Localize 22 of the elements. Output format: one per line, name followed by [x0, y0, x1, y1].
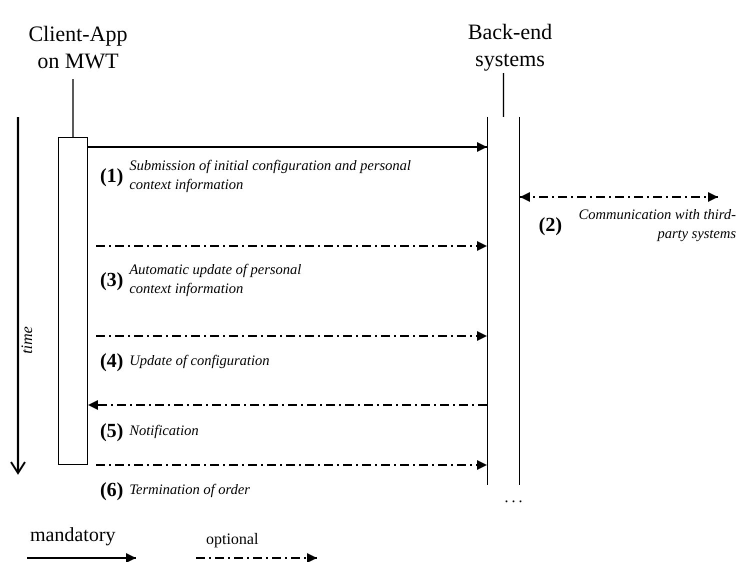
activation-bar — [58, 137, 88, 465]
message-arrow — [96, 331, 487, 341]
edge-label: (4) Update of configuration — [100, 348, 270, 374]
message-arrow — [88, 142, 487, 152]
axis-label: time — [18, 325, 37, 356]
edge-label: (5) Notification — [100, 418, 200, 444]
lifeline — [502, 73, 504, 117]
edge-label: (3) Automatic update of personal context information — [100, 261, 302, 299]
message-arrow — [96, 241, 487, 251]
lifeline — [72, 79, 74, 137]
edge-label: (1) Submission of initial configuration and personal context information — [100, 157, 412, 195]
edge-label: (2) Communication with third-party systems — [538, 206, 736, 244]
legend-label: optional — [206, 531, 258, 549]
lifeline-bar — [487, 117, 520, 485]
legend-label: mandatory — [30, 524, 116, 546]
message-arrow — [520, 192, 718, 202]
ellipsis: ... — [504, 488, 526, 508]
participant-label: Client-App on MWT — [24, 20, 132, 76]
message-arrow — [88, 400, 487, 410]
edge-label: (6) Termination of order — [100, 478, 251, 502]
message-arrow — [96, 460, 487, 470]
participant-label: Back-end systems — [440, 18, 580, 70]
